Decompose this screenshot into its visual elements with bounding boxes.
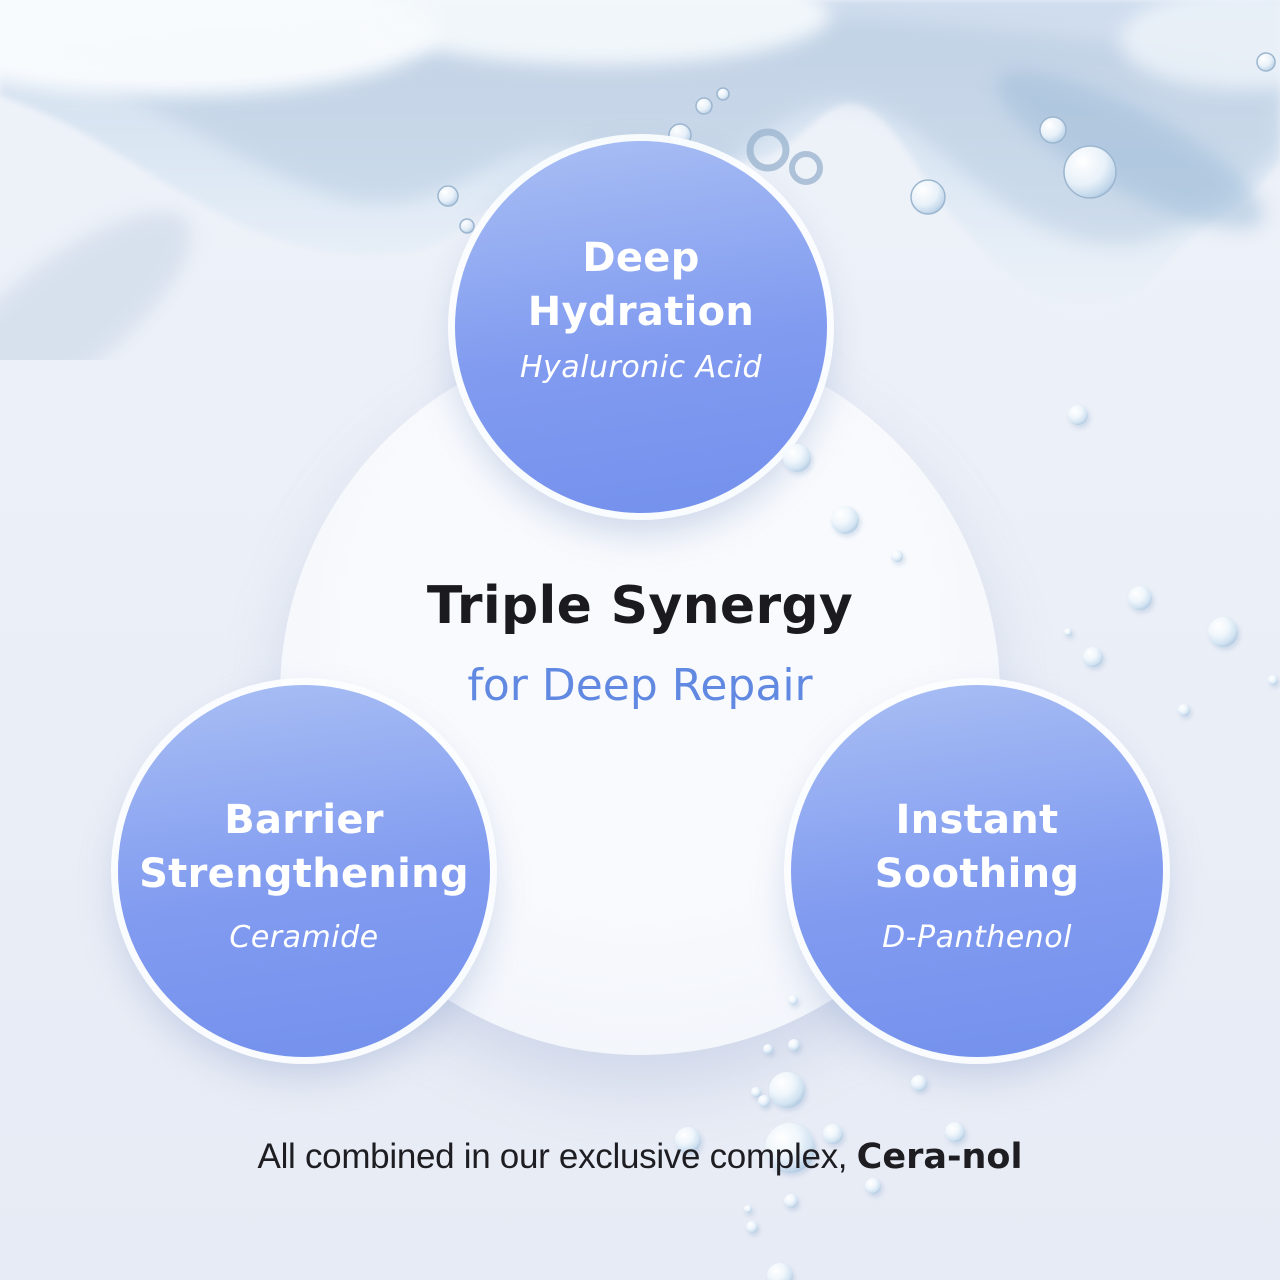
foam-highlight (0, 0, 440, 95)
water-droplet (769, 1072, 805, 1108)
water-droplet (746, 1221, 758, 1233)
water-droplet (744, 1205, 752, 1213)
water-droplet (763, 1044, 773, 1054)
water-droplet (751, 1087, 761, 1097)
circle-title-line: Instant (895, 797, 1059, 843)
circle-instant-soothing: Instant Soothing D-Panthenol (791, 685, 1163, 1057)
circle-title-line: Hydration (527, 289, 755, 335)
footer-complex-name: Cera-nol (856, 1137, 1023, 1177)
circle-ingredient: Hyaluronic Acid (519, 350, 762, 385)
diagram-subtitle: for Deep Repair (467, 660, 813, 711)
water-droplet (911, 1075, 927, 1091)
footer-prefix: All combined in our exclusive complex, (257, 1137, 857, 1176)
circle-title-line: Strengthening (139, 851, 469, 897)
circle-title-line: Soothing (874, 851, 1080, 897)
diagram-title: Triple Synergy (426, 576, 854, 636)
foam-highlight (1120, 0, 1280, 90)
splash-bubbles (437, 52, 1276, 234)
circle-title: Barrier Strengthening (98, 793, 510, 901)
circle-title-line: Barrier (224, 797, 384, 843)
circle-barrier-strengthening: Barrier Strengthening Ceramide (118, 685, 490, 1057)
circle-deep-hydration: Deep Hydration Hyaluronic Acid (455, 141, 827, 513)
circle-title-line: Deep (582, 235, 700, 281)
center-text: Triple Synergy for Deep Repair (0, 568, 1280, 716)
foam-highlight (370, 0, 830, 65)
underwater-streak (0, 212, 191, 360)
circle-ingredient: D-Panthenol (882, 920, 1072, 955)
footer-text: All combined in our exclusive complex, C… (0, 1135, 1280, 1179)
circle-title: Instant Soothing (771, 793, 1183, 901)
water-droplet (758, 1095, 770, 1107)
water-droplet (865, 1178, 881, 1194)
water-droplet (767, 1263, 793, 1280)
stream-shading (996, 71, 1264, 229)
water-droplet (784, 1194, 798, 1208)
water-droplet (788, 1039, 800, 1051)
water-droplet (1068, 405, 1088, 425)
circle-title: Deep Hydration (435, 231, 847, 339)
circle-ingredient: Ceramide (229, 920, 379, 955)
